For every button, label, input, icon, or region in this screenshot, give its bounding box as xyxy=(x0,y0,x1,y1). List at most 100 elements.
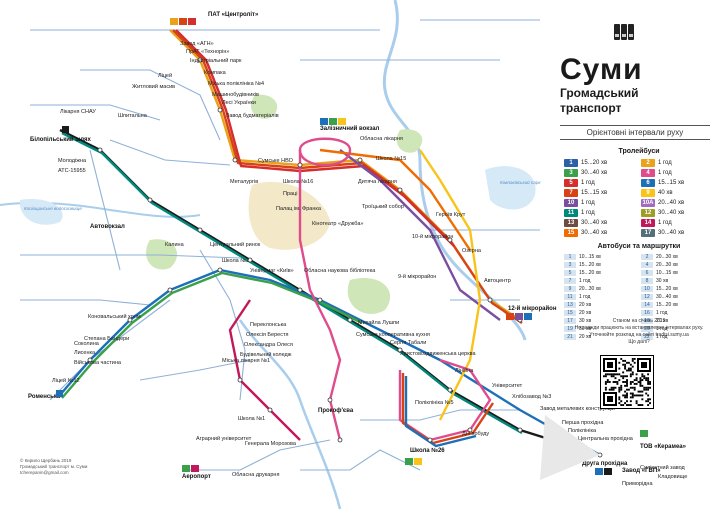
stop-aeroport: Аеропорт xyxy=(182,474,211,480)
bus-title: Автобуси та маршрутки xyxy=(597,243,681,250)
stop-druga-prokhidna: Друга прохідна xyxy=(582,461,628,467)
stop-stepana: Степана Бандери xyxy=(84,336,129,342)
bus-route-swatch: 17 xyxy=(564,317,576,324)
route-interval: 30...40 хв xyxy=(658,209,685,216)
stop-station: Залізничний вокзал xyxy=(320,125,380,132)
qr-code[interactable] xyxy=(600,355,654,409)
stop-lesi: Лесі Українки xyxy=(222,100,256,106)
stop-oblast-hosp: Обласна лікарня xyxy=(360,136,403,142)
bus-route-interval: 15...20 хв xyxy=(579,261,601,268)
stop-lysenka: Лисенка xyxy=(74,350,96,356)
bus-route-interval: 1 год xyxy=(579,293,591,300)
bus-route-interval: 30 хв xyxy=(579,317,592,324)
route-swatch: 2 xyxy=(641,158,655,167)
route-interval: 1 год xyxy=(658,169,672,176)
stop-school2: Школа №2 xyxy=(222,258,249,264)
bus-route-interval: 10...15 хв xyxy=(579,253,601,260)
bus-route-interval: 20 хв xyxy=(579,301,592,308)
bus-route-interval: 10...15 хв xyxy=(656,269,678,276)
route-3 xyxy=(175,29,455,247)
park-central xyxy=(248,181,330,250)
stop-molodizhna: Молодіжна xyxy=(58,158,87,164)
park-south xyxy=(347,278,391,314)
city-title: Суми xyxy=(560,53,643,86)
bus-route-swatch: 12 xyxy=(641,293,653,300)
stop-poliklinika5: Поліклініка №5 xyxy=(415,400,454,406)
stop-persha-prokhidna: Перша прохідна xyxy=(562,420,604,426)
bus-route-swatch: 5 xyxy=(564,269,576,276)
stop-bilopilskyi: Білопільський шлях xyxy=(30,136,92,143)
stop-sumy-ksp: Сумська кооперативна кухня xyxy=(356,332,430,338)
route-6 xyxy=(59,268,601,457)
stop-heroi-krut: Героїв Крут xyxy=(436,212,466,218)
stop-nvo: Сумське НВО xyxy=(258,158,294,164)
stop-univermag: Універмаг «Київ» xyxy=(250,268,294,274)
bus-route-swatch: 9 xyxy=(564,285,576,292)
route-9 xyxy=(298,150,342,441)
stop-kompaka: Компака xyxy=(204,70,227,76)
water-lake2-label: Ковпаківський парк xyxy=(500,179,541,185)
bus-route-swatch: 19 xyxy=(564,325,576,332)
stop-pratsi: Праці xyxy=(283,191,297,197)
stop-zhytlovyi: Житловий масив xyxy=(132,83,175,90)
info-line2: Не завжди працюють на встановлених інтер… xyxy=(574,325,704,331)
stop-school1: Школа №1 xyxy=(238,416,265,422)
route-swatch: 13 xyxy=(564,218,578,227)
stop-keramea: ТОВ «Керамеа» xyxy=(640,444,687,450)
bus-route-swatch: 4 xyxy=(641,261,653,268)
route-swatch: 7 xyxy=(564,188,578,197)
bus-route-interval: 1 год xyxy=(656,333,668,340)
stop-poliklinika: Поліклініка xyxy=(568,428,597,434)
stop-pereklonska: Переклонська xyxy=(250,322,287,328)
stop-markers xyxy=(87,57,603,458)
bus-route-interval: 30 хв xyxy=(656,277,669,284)
stop-romanska: Роменська xyxy=(28,394,61,400)
bus-route-swatch: 15 xyxy=(564,309,576,316)
stop-mikrorayon12: 12-й мікрорайон xyxy=(508,305,557,312)
water-lake-label: Косівщинське водосховище xyxy=(24,206,82,211)
stop-tekhnohrin: ПрАТ «Технорін» xyxy=(186,49,229,55)
stop-prymorodnia: Приморідна xyxy=(622,481,653,487)
copyright-line3: tcherepanin@gmail.com xyxy=(20,470,69,475)
bus-route-swatch: 2 xyxy=(641,253,653,260)
route-interval: 15...15 хв xyxy=(581,189,608,196)
bus-route-swatch: 13 xyxy=(564,301,576,308)
bus-route-swatch: 20 xyxy=(641,325,653,332)
bus-route-swatch: 18 xyxy=(641,317,653,324)
stop-zavod-metal: Завод металевих конструкцій xyxy=(540,405,615,412)
stop-prokofieva: Прокоф'єва xyxy=(318,407,354,414)
route-swatch: 1 xyxy=(564,158,578,167)
route-swatch: 12 xyxy=(641,208,655,217)
stop-avtovokzal: Автовокзал xyxy=(90,224,125,230)
stop-budivelnyi: Будівельний коледж xyxy=(240,351,292,358)
stop-metalurg: Металургів xyxy=(230,179,258,185)
bus-route-swatch: 21 xyxy=(564,333,576,340)
bus-route-swatch: 22 xyxy=(641,333,653,340)
stop-agrarnyi: Аграрний університет xyxy=(196,435,252,442)
park-west xyxy=(146,239,178,270)
route-interval: 15...15 хв xyxy=(658,179,685,186)
bus-route-interval: 15...20 хв xyxy=(656,301,678,308)
stop-ozerna: Озерна xyxy=(462,248,482,254)
route-interval: 1 год xyxy=(581,199,595,206)
subtitle-line2: транспорт xyxy=(560,101,622,115)
